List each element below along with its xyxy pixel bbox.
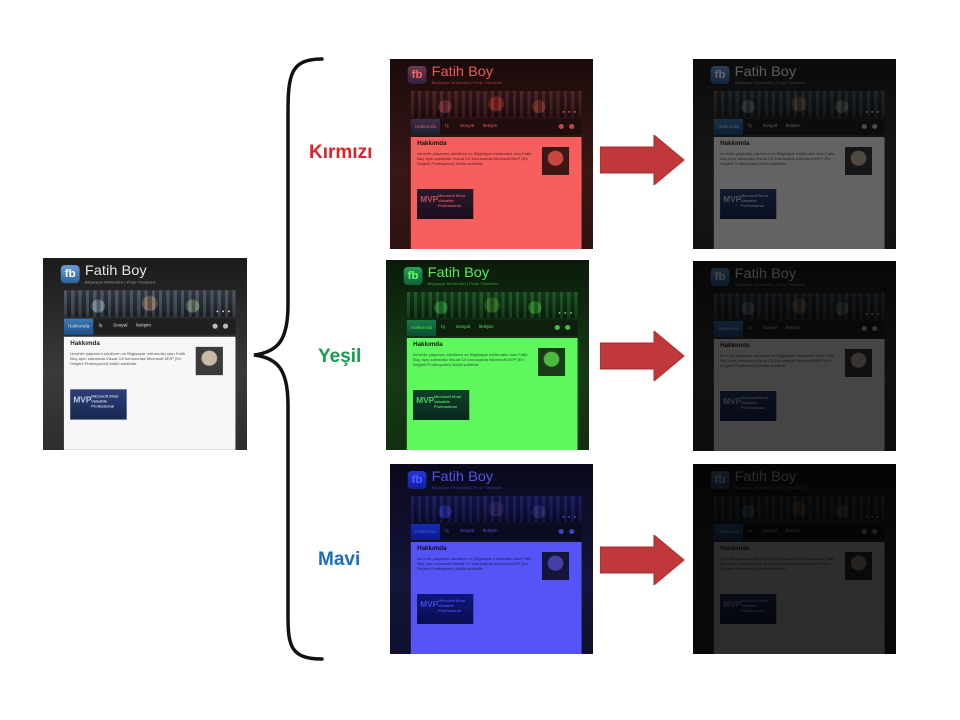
arrow-green	[600, 331, 685, 381]
nav-item-about: Hakkımda	[63, 318, 94, 335]
blue-tinted-overlay	[390, 464, 593, 654]
original-screenshot: fb Fatih Boy Bilgisayar Mühendisi | Proj…	[43, 258, 247, 450]
content-paragraph: İzmir'de yaşamını sürdüren ve Bilgisayar…	[70, 350, 186, 367]
green-tinted-overlay	[386, 260, 589, 450]
share-icon	[222, 323, 229, 329]
rss-icon	[212, 323, 218, 329]
site-subtitle: Bilgisayar Mühendisi | Proje Yöneticisi	[84, 279, 156, 285]
red-result-screenshot: fb Fatih Boy Bilgisayar Mühendisi | Proj…	[693, 59, 896, 249]
red-result-overlay	[693, 59, 896, 249]
website-thumbnail: fb Fatih Boy Bilgisayar Mühendisi | Proj…	[43, 258, 247, 450]
site-content: Hakkımda İzmir'de yaşamını sürdüren ve B…	[63, 336, 236, 450]
blue-tinted-screenshot: fb Fatih Boy Bilgisayar Mühendisi | Proj…	[390, 464, 593, 654]
label-blue: Mavi	[318, 549, 361, 570]
label-green: Yeşil	[318, 346, 362, 367]
red-tinted-overlay	[390, 59, 593, 249]
mvp-logo: MVP	[73, 395, 92, 405]
green-result-overlay	[693, 261, 896, 451]
mvp-label: Microsoft Most Valuable Professional	[91, 393, 119, 409]
site-title: Fatih Boy	[84, 262, 147, 279]
banner-photo: ● ● ●	[63, 290, 236, 317]
blue-result-screenshot: fb Fatih Boy Bilgisayar Mühendisi | Proj…	[693, 464, 896, 654]
blue-result-overlay	[693, 464, 896, 654]
nav-item-contact: İletişim	[136, 322, 152, 328]
nav-item-work: İş	[98, 322, 103, 328]
site-navbar: Hakkımda İş Sosyal İletişim	[63, 318, 236, 335]
green-tinted-screenshot: fb Fatih Boy Bilgisayar Mühendisi | Proj…	[386, 260, 589, 450]
content-heading: Hakkımda	[70, 340, 100, 347]
green-result-screenshot: fb Fatih Boy Bilgisayar Mühendisi | Proj…	[693, 261, 896, 451]
arrow-red	[600, 135, 685, 185]
portrait-photo	[195, 346, 223, 376]
mvp-badge: MVP Microsoft Most Valuable Professional	[70, 389, 127, 420]
nav-item-social: Sosyal	[113, 322, 128, 328]
label-red: Kırmızı	[309, 142, 373, 163]
red-tinted-screenshot: fb Fatih Boy Bilgisayar Mühendisi | Proj…	[390, 59, 593, 249]
site-logo: fb	[60, 265, 80, 284]
brace-shape	[253, 57, 324, 661]
arrow-blue	[600, 535, 685, 585]
